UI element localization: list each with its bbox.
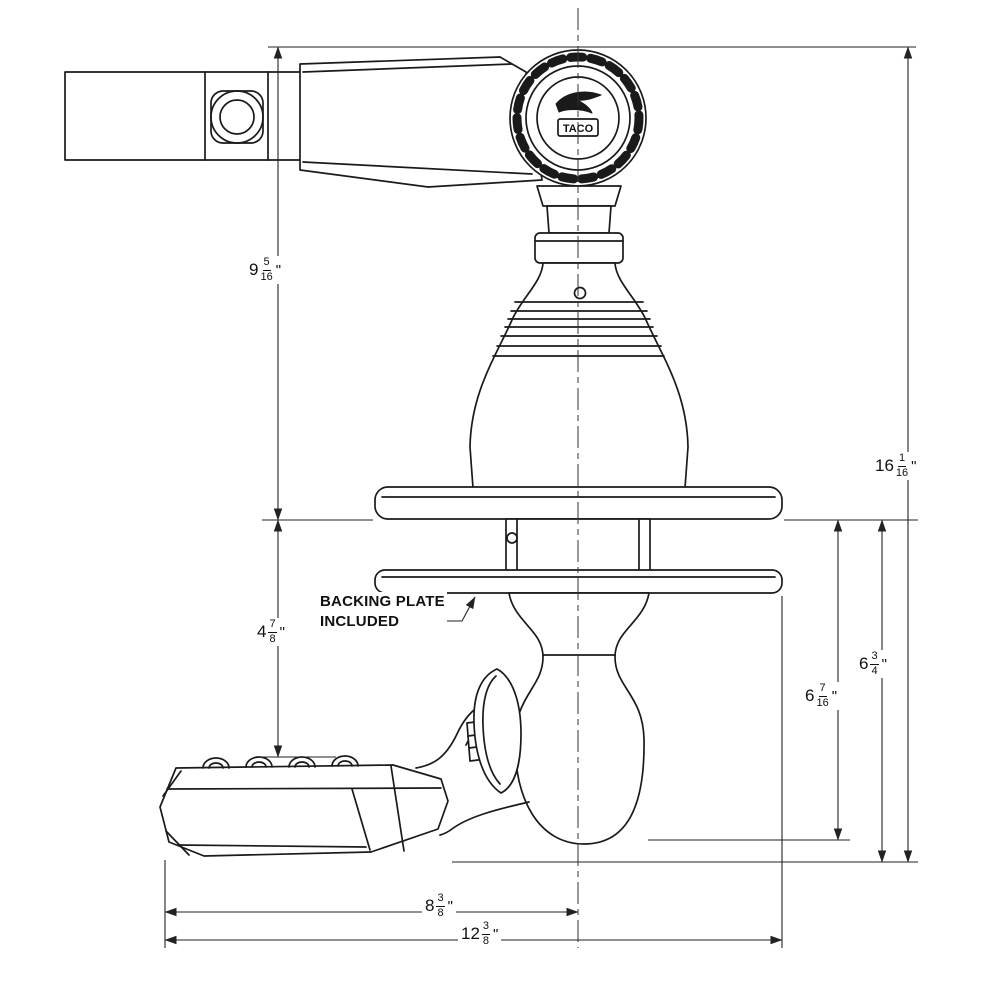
mount-tube — [64, 71, 309, 161]
knob-hub — [534, 185, 624, 264]
adjust-knob: TACO — [509, 49, 647, 187]
foot-pedal — [159, 755, 449, 857]
note-line-1: BACKING PLATE — [320, 593, 445, 610]
release-lever — [466, 668, 522, 794]
backing-plate-note: BACKING PLATE INCLUDED — [318, 592, 447, 631]
clamp-nut-icon — [210, 90, 264, 144]
lower-housing — [508, 592, 650, 845]
note-line-2: INCLUDED — [320, 612, 400, 630]
mount-arm — [299, 56, 543, 188]
upper-bell — [469, 262, 689, 489]
